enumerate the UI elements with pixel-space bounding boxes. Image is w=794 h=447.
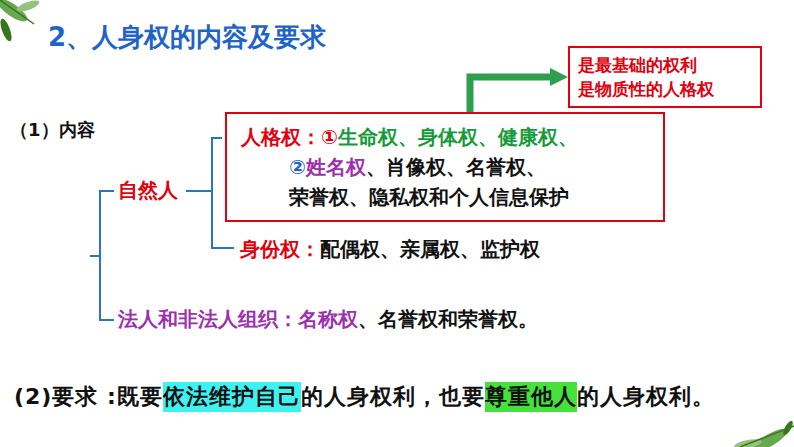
requirement-line: (2)要求 :既要依法维护自己的人身权利，也要尊重他人的人身权利。 xyxy=(14,382,715,412)
text-row: 人格权：①生命权、身体权、健康权、 xyxy=(237,122,653,152)
label-text: 、名誉权和荣誉权。 xyxy=(358,306,538,333)
node-text: 是物质性的人格权 xyxy=(578,77,714,101)
node-text: 是最基础的权利 xyxy=(578,53,697,77)
label-text: 名称权 xyxy=(298,306,358,333)
node-text: 人格权： xyxy=(241,122,321,152)
label-text: 配偶权、亲属权、监护权 xyxy=(320,236,540,263)
slide-title: 2、人身权的内容及要求 xyxy=(48,20,326,55)
label-text: 尊重他人 xyxy=(485,382,577,412)
bracket xyxy=(90,191,114,320)
leaf-decoration xyxy=(734,420,794,447)
label-text: 身份权： xyxy=(240,236,320,263)
label-text: 依法维护自己 xyxy=(163,382,301,412)
label-text: 的人身权利。 xyxy=(577,382,715,412)
label-text: （1）内容 xyxy=(10,118,95,142)
label-text: (2)要求 :既要 xyxy=(14,382,163,412)
label-text: 法人和非法人组织： xyxy=(118,306,298,333)
node-text: ② xyxy=(289,152,306,182)
category-label: 自然人 xyxy=(118,177,178,204)
text-row: 是最基础的权利 xyxy=(578,53,752,77)
label-text: 自然人 xyxy=(118,177,178,204)
rights-box: 人格权：①生命权、身体权、健康权、②姓名权、肖像权、名誉权、荣誉权、隐私权和个人… xyxy=(225,112,665,222)
rights-line: 身份权：配偶权、亲属权、监护权 xyxy=(240,236,540,263)
leaf-decoration xyxy=(0,0,41,43)
node-text: 生命权、身体权、健康权、 xyxy=(338,122,578,152)
node-text: 姓名权 xyxy=(306,152,366,182)
node-text: 荣誉权、隐私权和个人信息保护 xyxy=(289,182,569,212)
callout-box: 是最基础的权利是物质性的人格权 xyxy=(568,46,762,108)
section-label: （1）内容 xyxy=(10,118,95,142)
text-row: 荣誉权、隐私权和个人信息保护 xyxy=(237,182,653,212)
text-row: 是物质性的人格权 xyxy=(578,77,752,101)
rights-line: 法人和非法人组织：名称权、名誉权和荣誉权。 xyxy=(118,306,538,333)
connector-arrow xyxy=(470,77,550,112)
node-text: ① xyxy=(321,122,338,152)
label-text: 的人身权利，也要 xyxy=(301,382,485,412)
node-text: 、肖像权、名誉权、 xyxy=(366,152,546,182)
text-row: ②姓名权、肖像权、名誉权、 xyxy=(237,152,653,182)
